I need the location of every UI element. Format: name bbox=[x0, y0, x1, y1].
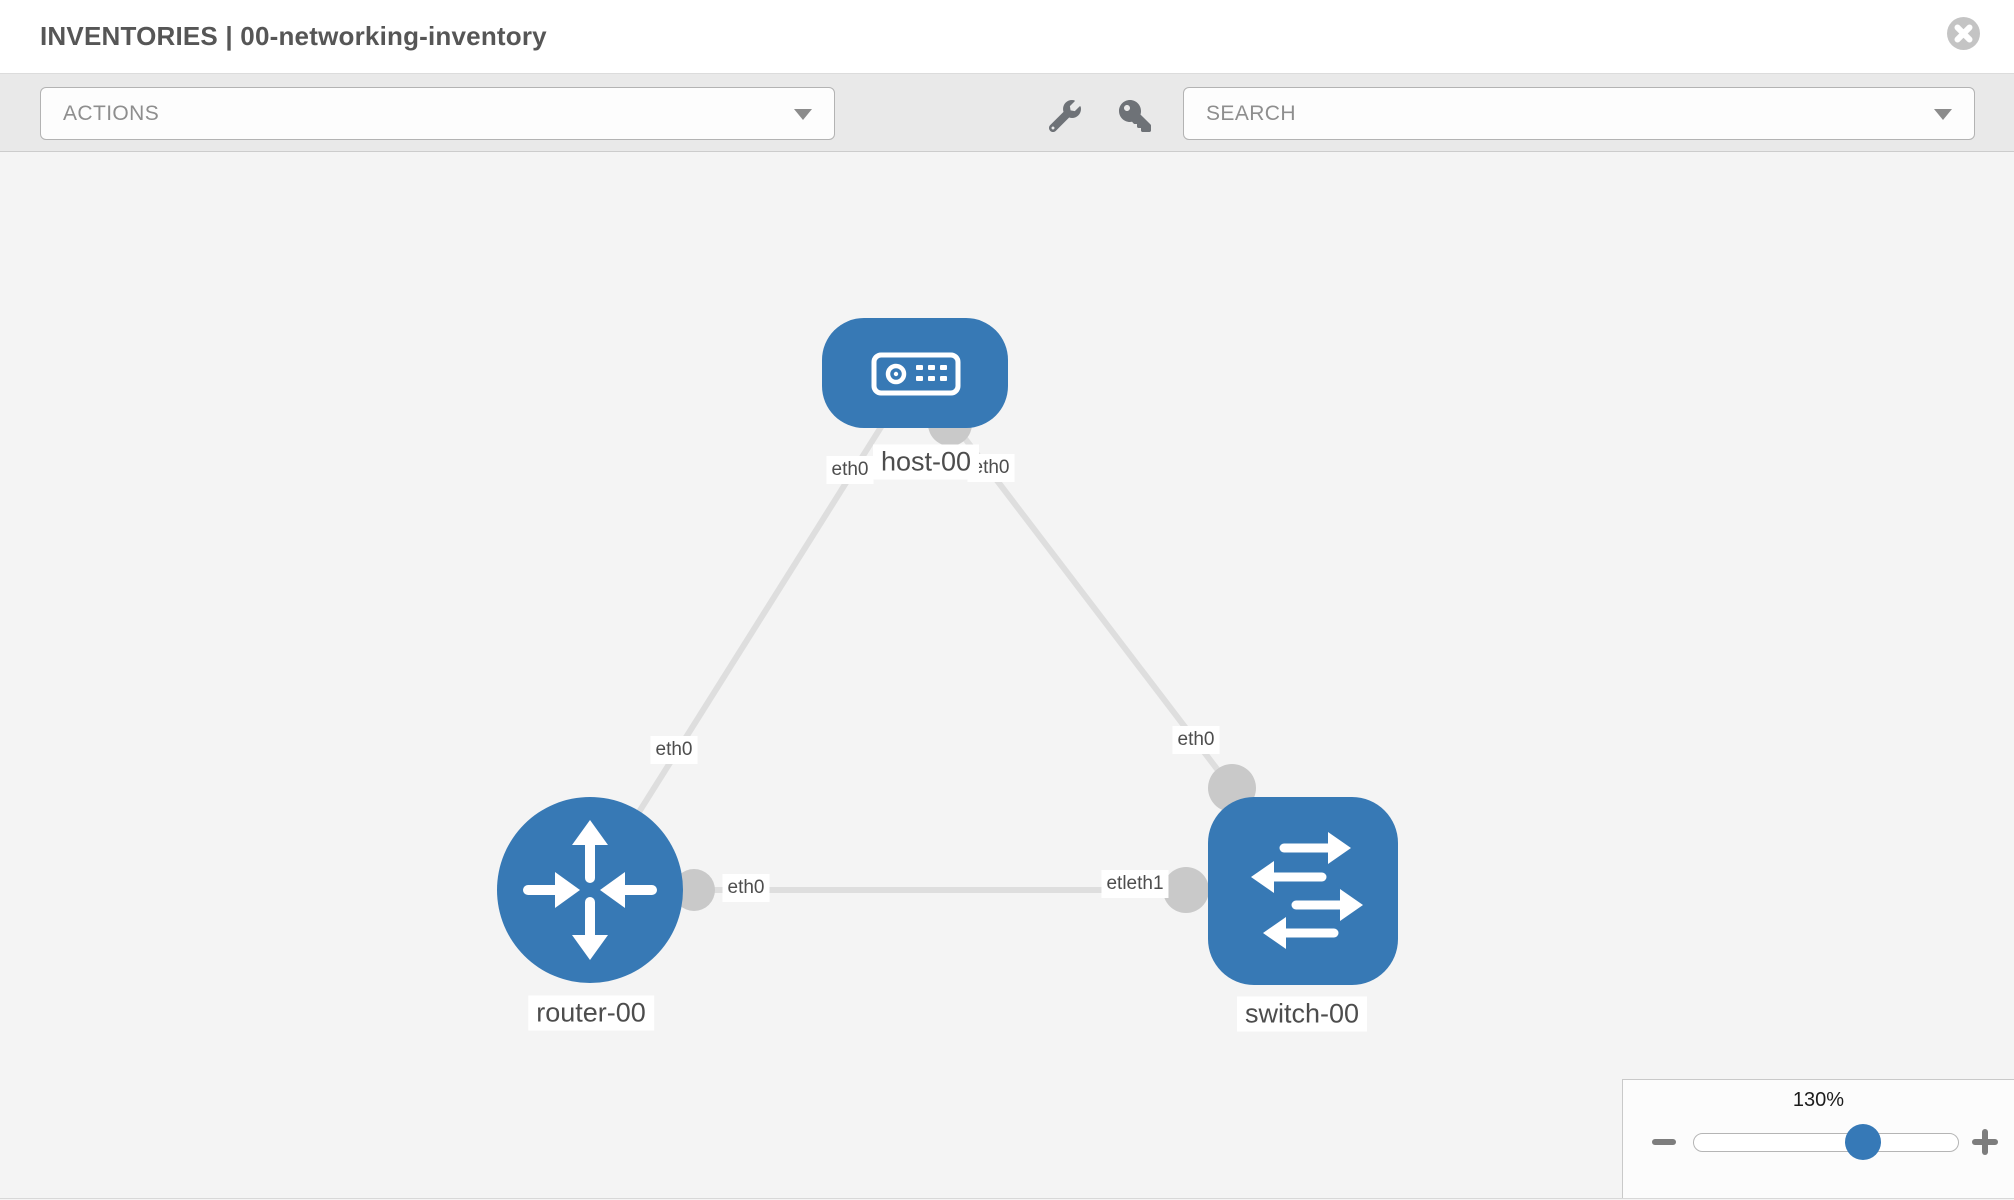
zoom-slider[interactable] bbox=[1693, 1133, 1959, 1152]
node-label-router: router-00 bbox=[528, 995, 654, 1031]
interface-circle-switch-left[interactable] bbox=[1163, 867, 1209, 913]
interface-label: eth0 bbox=[967, 454, 1015, 482]
topology-graph bbox=[497, 318, 1398, 985]
node-host-00[interactable] bbox=[822, 318, 1008, 428]
key-button[interactable] bbox=[1119, 100, 1151, 132]
node-label-host: host-00 bbox=[872, 444, 980, 480]
toolbar: ACTIONS SEARCH bbox=[0, 73, 2014, 152]
wrench-icon bbox=[1048, 100, 1081, 133]
zoom-in-button[interactable] bbox=[1972, 1129, 1998, 1155]
key-icon bbox=[1119, 100, 1151, 132]
actions-dropdown-label: ACTIONS bbox=[63, 101, 160, 125]
topology-canvas[interactable]: eth0 eth0 eth0 eth0 eth0 etleth1 host-00… bbox=[0, 152, 2014, 1199]
interface-label: eth0 bbox=[650, 736, 698, 764]
close-icon bbox=[1947, 17, 1980, 50]
host-icon bbox=[871, 352, 961, 396]
page-title: INVENTORIES | 00-networking-inventory bbox=[40, 21, 547, 51]
switch-icon bbox=[1251, 832, 1363, 949]
chevron-down-icon bbox=[1934, 108, 1952, 120]
search-dropdown[interactable]: SEARCH bbox=[1183, 87, 1975, 140]
search-dropdown-label: SEARCH bbox=[1206, 101, 1296, 125]
zoom-panel: 130% bbox=[1622, 1079, 2014, 1198]
zoom-level: 130% bbox=[1792, 1089, 1845, 1111]
actions-dropdown[interactable]: ACTIONS bbox=[40, 87, 835, 140]
node-router-00[interactable] bbox=[497, 797, 683, 983]
router-icon bbox=[523, 820, 657, 960]
chevron-down-icon bbox=[794, 108, 812, 120]
node-switch-00[interactable] bbox=[1208, 797, 1398, 985]
zoom-slider-handle[interactable] bbox=[1845, 1124, 1881, 1160]
interface-label: eth0 bbox=[1172, 726, 1220, 754]
node-label-switch: switch-00 bbox=[1236, 996, 1368, 1032]
interface-label: eth0 bbox=[722, 874, 770, 902]
interface-circle-router[interactable] bbox=[673, 869, 715, 911]
interface-label: eth0 bbox=[826, 456, 874, 484]
interface-label: etleth1 bbox=[1101, 870, 1169, 898]
wrench-button[interactable] bbox=[1048, 100, 1081, 133]
page-header: INVENTORIES | 00-networking-inventory bbox=[0, 0, 2014, 73]
close-button[interactable] bbox=[1946, 16, 1981, 51]
plus-icon bbox=[1982, 1129, 1988, 1155]
link-host-switch[interactable] bbox=[912, 371, 1236, 792]
zoom-out-button[interactable] bbox=[1652, 1139, 1676, 1145]
